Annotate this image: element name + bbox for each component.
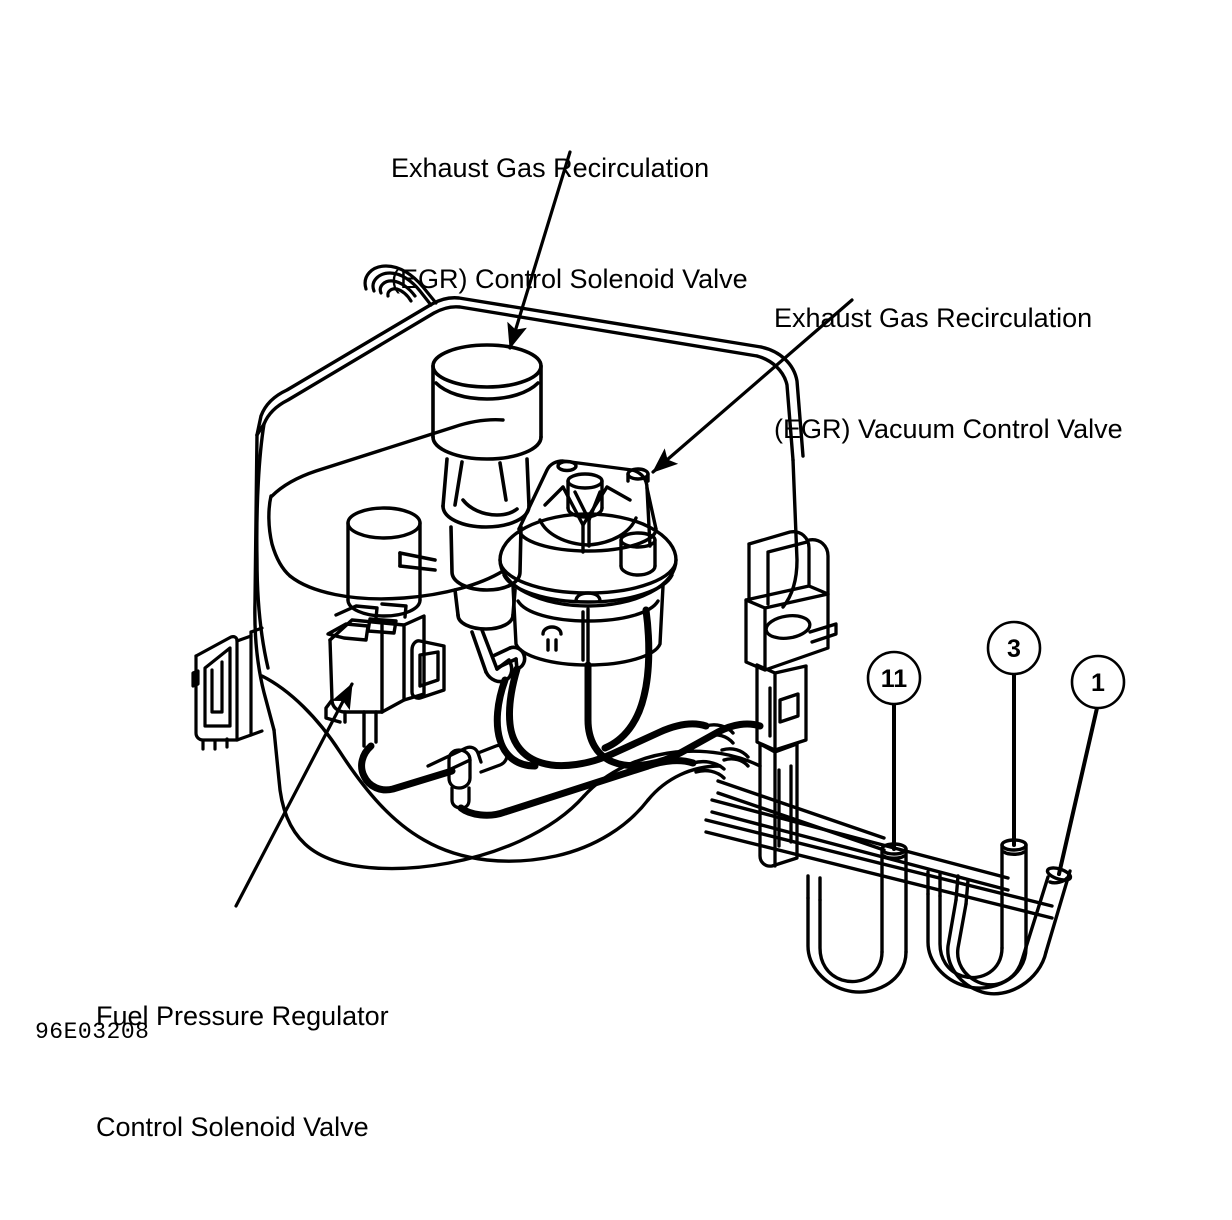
intake-manifold-body [191, 264, 805, 871]
label-egr-vacuum-control-line1: Exhaust Gas Recirculation [774, 303, 1093, 333]
label-egr-vacuum-control-line2: (EGR) Vacuum Control Valve [774, 414, 1123, 444]
vacuum-hose-harness [260, 606, 1073, 996]
label-egr-vacuum-control-valve: Exhaust Gas Recirculation (EGR) Vacuum C… [774, 226, 1123, 522]
label-fuel-pressure-regulator-control-solenoid-valve: Fuel Pressure Regulator Control Solenoid… [96, 924, 389, 1220]
callout-1 [1057, 654, 1126, 876]
leader-egr-control-solenoid [507, 150, 572, 350]
leader-egr-vacuum-control [651, 298, 854, 474]
leader-fuel-pressure-regulator [234, 682, 354, 908]
figure-id-code: 96E03208 [35, 1019, 150, 1045]
label-egr-control-solenoid-valve: Exhaust Gas Recirculation (EGR) Control … [391, 76, 748, 372]
hose-end-11 [806, 842, 908, 994]
label-fuel-pressure-reg-line1: Fuel Pressure Regulator [96, 1001, 389, 1031]
callout-11-number: 11 [881, 665, 908, 693]
callout-3 [986, 620, 1042, 847]
label-fuel-pressure-reg-line2: Control Solenoid Valve [96, 1112, 369, 1142]
label-egr-control-solenoid-line1: Exhaust Gas Recirculation [391, 153, 710, 183]
mounting-bracket-right [744, 530, 838, 868]
fuel-pressure-regulator-control-solenoid-valve [324, 506, 446, 748]
technical-diagram: 11 3 1 Exhaust Gas Recirculation (EGR) C… [35, 76, 1126, 1142]
callout-3-number: 3 [1007, 635, 1021, 663]
label-egr-control-solenoid-line2: (EGR) Control Solenoid Valve [391, 264, 748, 294]
diagram-artwork: 11 3 1 [191, 150, 1126, 996]
mounting-bracket-top-left [363, 264, 438, 307]
leader-lines [234, 150, 854, 908]
callout-11 [866, 650, 922, 851]
callout-1-number: 1 [1091, 669, 1105, 697]
egr-control-solenoid-valve [398, 343, 543, 684]
electrical-connector [191, 626, 264, 751]
